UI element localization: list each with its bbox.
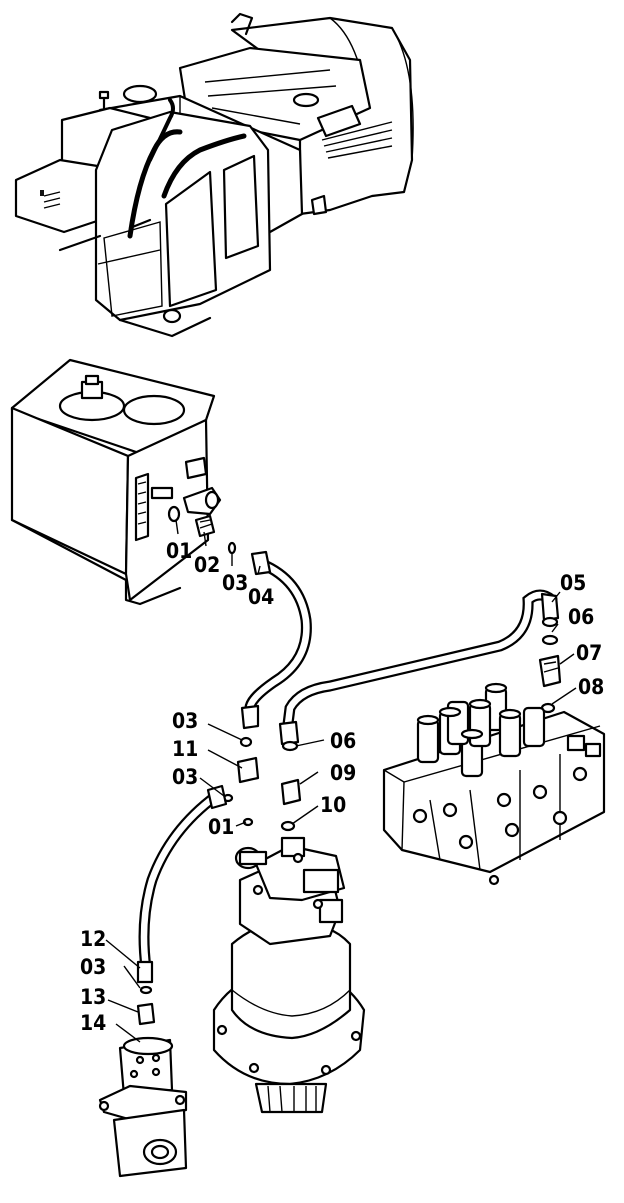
- label-12: 12: [80, 927, 106, 951]
- label-06: 06: [568, 605, 594, 629]
- label-03: 03: [172, 709, 198, 733]
- fittings-icon: [222, 541, 562, 832]
- hose-05-icon: [278, 589, 560, 746]
- hydraulic-tank-icon: [10, 358, 237, 606]
- label-03: 03: [80, 955, 106, 979]
- label-03: 03: [172, 765, 198, 789]
- label-13: 13: [80, 985, 106, 1009]
- label-04: 04: [248, 585, 274, 609]
- label-10: 10: [320, 793, 346, 817]
- label-03: 03: [222, 571, 248, 595]
- label-09: 09: [330, 761, 356, 785]
- control-valve-icon: [382, 682, 606, 886]
- label-11: 11: [172, 737, 198, 761]
- label-02: 02: [194, 553, 220, 577]
- label-07: 07: [576, 641, 602, 665]
- excavator-icon: [14, 12, 414, 338]
- center-joint-icon: [98, 1036, 188, 1178]
- swing-motor-icon: [212, 836, 366, 1114]
- label-01: 01: [166, 539, 192, 563]
- label-05: 05: [560, 571, 586, 595]
- part-number-labels: 01 02 03 04 05 06 07 08 03 06 11 03 09 0…: [80, 539, 604, 1035]
- label-14: 14: [80, 1011, 106, 1035]
- leader-lines: [105, 519, 577, 1043]
- hose-04-icon: [240, 550, 312, 730]
- label-08: 08: [578, 675, 604, 699]
- hose-12-icon: [136, 784, 228, 1026]
- label-06: 06: [330, 729, 356, 753]
- label-01: 01: [208, 815, 234, 839]
